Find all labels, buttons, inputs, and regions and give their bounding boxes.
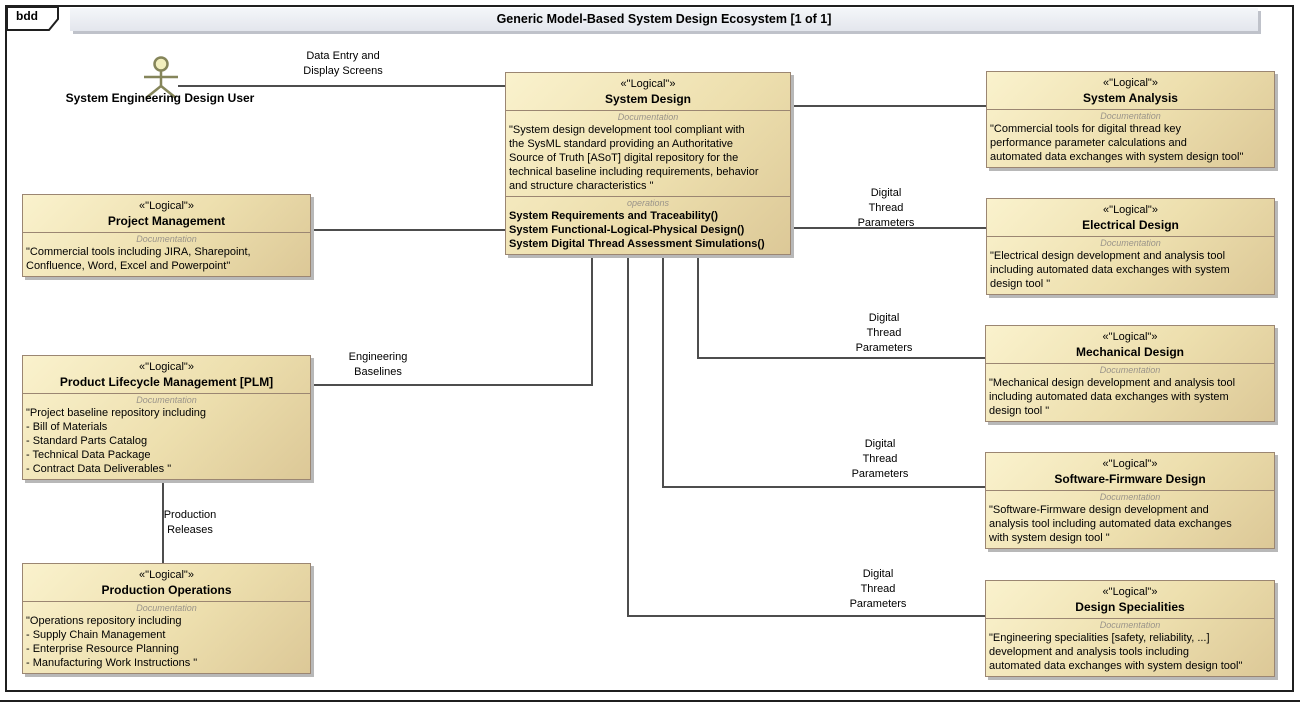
documentation-compartment: Documentation "Commercial tools for digi… bbox=[987, 109, 1274, 167]
block-stereotype: «"Logical"» bbox=[139, 200, 194, 212]
connector-system-design-to-plm-horizontal[interactable] bbox=[302, 384, 593, 386]
diagram-title: Generic Model-Based System Design Ecosys… bbox=[496, 12, 832, 26]
block-stereotype: «"Logical"» bbox=[620, 78, 676, 90]
documentation-compartment: Documentation "Mechanical design develop… bbox=[986, 363, 1274, 421]
block-stereotype: «"Logical"» bbox=[1103, 77, 1158, 89]
block-name: Production Operations bbox=[101, 583, 232, 597]
diagram-frame bbox=[5, 5, 1294, 692]
documentation-label: Documentation bbox=[136, 395, 197, 405]
connector-label-digital-thread-mechanical: Digital Thread Parameters bbox=[855, 312, 913, 354]
block-header: «"Logical"» System Design bbox=[506, 73, 790, 110]
block-header: «"Logical"» Production Operations bbox=[23, 564, 310, 601]
operations-label: operations bbox=[626, 198, 670, 208]
documentation-text: "Project baseline repository including -… bbox=[26, 407, 207, 475]
documentation-label: Documentation bbox=[1100, 111, 1161, 121]
documentation-compartment: Documentation "Project baseline reposito… bbox=[23, 393, 310, 479]
connector-label-digital-thread-electrical: Digital Thread Parameters bbox=[857, 187, 915, 229]
connector-system-design-to-electrical-design[interactable] bbox=[785, 227, 990, 229]
block-stereotype: «"Logical"» bbox=[1102, 331, 1158, 343]
block-stereotype: «"Logical"» bbox=[1102, 586, 1158, 598]
actor-icon[interactable] bbox=[138, 56, 184, 100]
connector-system-design-to-plm-vertical[interactable] bbox=[591, 245, 593, 386]
diagram-frame-bottom-edge bbox=[0, 700, 1300, 702]
documentation-compartment: Documentation "Engineering specialities … bbox=[986, 618, 1274, 676]
block-header: «"Logical"» Project Management bbox=[23, 195, 310, 232]
documentation-label: Documentation bbox=[1099, 365, 1161, 375]
block-stereotype: «"Logical"» bbox=[1102, 458, 1158, 470]
block-name: Electrical Design bbox=[1082, 218, 1179, 232]
documentation-text: "System design development tool complian… bbox=[509, 124, 759, 192]
block-stereotype: «"Logical"» bbox=[139, 361, 194, 373]
block-name: Mechanical Design bbox=[1075, 345, 1185, 359]
connector-system-design-to-system-analysis[interactable] bbox=[785, 105, 990, 107]
connector-label-production-releases: Production Releases bbox=[163, 509, 217, 536]
connector-system-design-to-software-firmware-vertical[interactable] bbox=[662, 245, 664, 488]
documentation-compartment: Documentation "Commercial tools includin… bbox=[23, 232, 310, 276]
documentation-text: "Engineering specialities [safety, relia… bbox=[989, 632, 1243, 672]
documentation-label: Documentation bbox=[1099, 620, 1161, 630]
connector-system-design-to-software-firmware-horizontal[interactable] bbox=[662, 486, 990, 488]
operations-compartment: operations System Requirements and Trace… bbox=[506, 196, 790, 254]
block-header: «"Logical"» Design Specialities bbox=[986, 581, 1274, 618]
actor-label: System Engineering Design User bbox=[65, 91, 255, 105]
connector-user-to-system-design[interactable] bbox=[178, 85, 508, 87]
block-name: Software-Firmware Design bbox=[1054, 472, 1206, 486]
documentation-text: "Electrical design development and analy… bbox=[990, 250, 1230, 290]
block-product-lifecycle-management[interactable]: «"Logical"» Product Lifecycle Management… bbox=[22, 355, 311, 480]
block-name: Product Lifecycle Management [PLM] bbox=[59, 375, 274, 389]
documentation-text: "Commercial tools for digital thread key… bbox=[990, 123, 1244, 163]
diagram-title-bar: Generic Model-Based System Design Ecosys… bbox=[70, 8, 1258, 31]
block-software-firmware-design[interactable]: «"Logical"» Software-Firmware Design Doc… bbox=[985, 452, 1275, 549]
block-name: Design Specialities bbox=[1075, 600, 1185, 614]
block-mechanical-design[interactable]: «"Logical"» Mechanical Design Documentat… bbox=[985, 325, 1275, 422]
documentation-compartment: Documentation "System design development… bbox=[506, 110, 790, 196]
block-name: Project Management bbox=[107, 214, 226, 228]
documentation-text: "Mechanical design development and analy… bbox=[989, 377, 1236, 417]
documentation-label: Documentation bbox=[1100, 238, 1161, 248]
block-header: «"Logical"» System Analysis bbox=[987, 72, 1274, 109]
connector-plm-to-production-operations[interactable] bbox=[162, 470, 164, 568]
block-header: «"Logical"» Product Lifecycle Management… bbox=[23, 356, 310, 393]
documentation-label: Documentation bbox=[136, 603, 197, 613]
diagram-kind-label: bdd bbox=[16, 9, 38, 23]
block-stereotype: «"Logical"» bbox=[1103, 204, 1158, 216]
connector-system-design-to-design-specialities-vertical[interactable] bbox=[627, 245, 629, 617]
connector-label-engineering-baselines: Engineering Baselines bbox=[348, 351, 408, 378]
connector-label-digital-thread-software: Digital Thread Parameters bbox=[851, 438, 909, 480]
block-name: System Analysis bbox=[1083, 91, 1178, 105]
documentation-compartment: Documentation "Operations repository inc… bbox=[23, 601, 310, 673]
connector-system-design-to-mechanical-vertical[interactable] bbox=[697, 245, 699, 359]
block-system-analysis[interactable]: «"Logical"» System Analysis Documentatio… bbox=[986, 71, 1275, 168]
block-header: «"Logical"» Electrical Design bbox=[987, 199, 1274, 236]
documentation-text: "Operations repository including - Suppl… bbox=[26, 615, 198, 669]
connector-label-digital-thread-specialities: Digital Thread Parameters bbox=[849, 568, 907, 610]
connector-project-management-to-system-design[interactable] bbox=[300, 229, 510, 231]
documentation-label: Documentation bbox=[617, 112, 679, 122]
connector-system-design-to-design-specialities-horizontal[interactable] bbox=[627, 615, 990, 617]
block-stereotype: «"Logical"» bbox=[139, 569, 194, 581]
documentation-text: "Software-Firmware design development an… bbox=[989, 504, 1232, 544]
block-header: «"Logical"» Mechanical Design bbox=[986, 326, 1274, 363]
documentation-label: Documentation bbox=[1099, 492, 1161, 502]
connector-system-design-to-mechanical-horizontal[interactable] bbox=[697, 357, 990, 359]
documentation-compartment: Documentation "Electrical design develop… bbox=[987, 236, 1274, 294]
operations-text: System Requirements and Traceability() S… bbox=[509, 210, 765, 250]
block-design-specialities[interactable]: «"Logical"» Design Specialities Document… bbox=[985, 580, 1275, 677]
block-production-operations[interactable]: «"Logical"» Production Operations Docume… bbox=[22, 563, 311, 674]
documentation-text: "Commercial tools including JIRA, Sharep… bbox=[26, 246, 251, 272]
block-header: «"Logical"» Software-Firmware Design bbox=[986, 453, 1274, 490]
documentation-label: Documentation bbox=[136, 234, 197, 244]
connector-label-data-entry: Data Entry and Display Screens bbox=[303, 50, 383, 77]
block-system-design[interactable]: «"Logical"» System Design Documentation … bbox=[505, 72, 791, 255]
diagram-kind-tab bbox=[6, 6, 59, 31]
block-project-management[interactable]: «"Logical"» Project Management Documenta… bbox=[22, 194, 311, 277]
documentation-compartment: Documentation "Software-Firmware design … bbox=[986, 490, 1274, 548]
block-name: System Design bbox=[604, 92, 692, 106]
block-electrical-design[interactable]: «"Logical"» Electrical Design Documentat… bbox=[986, 198, 1275, 295]
